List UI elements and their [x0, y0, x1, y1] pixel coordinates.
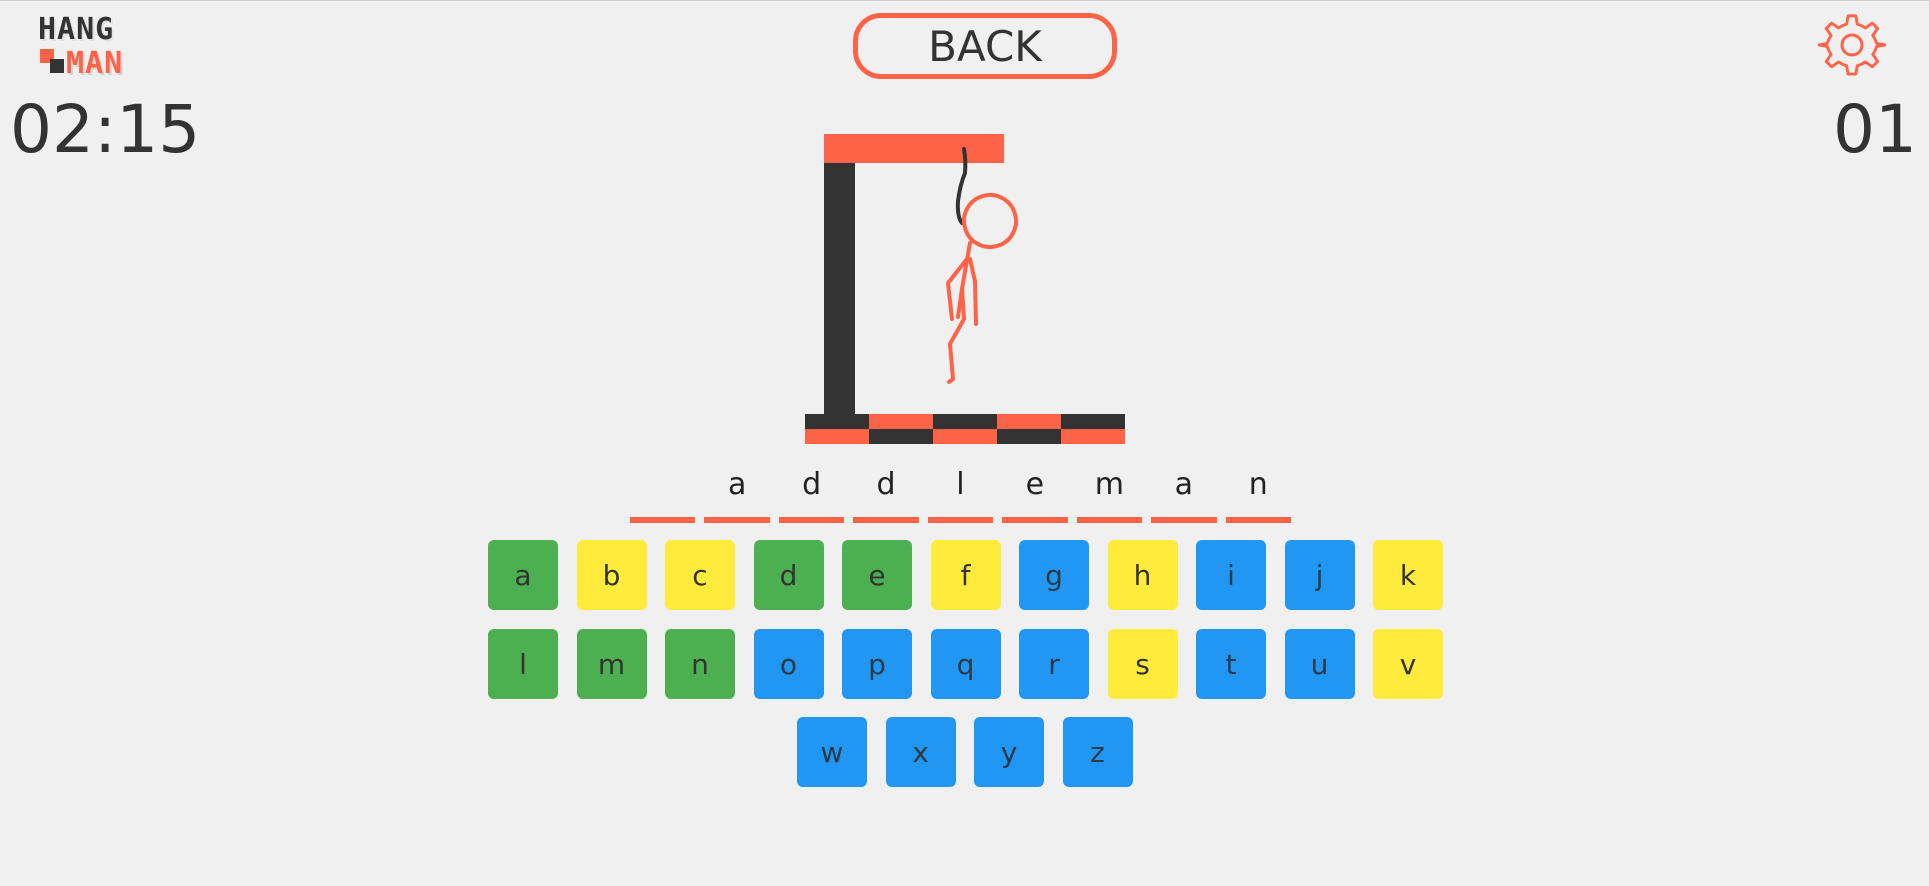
key-v[interactable]: v: [1373, 629, 1443, 699]
hangman-logo: HANG MAN: [36, 11, 156, 83]
letter-slot-char: a: [1174, 467, 1193, 502]
key-g[interactable]: g: [1019, 540, 1089, 610]
key-k[interactable]: k: [1373, 540, 1443, 610]
figure-right-leg: [956, 287, 964, 319]
letter-underline: [1002, 517, 1068, 523]
letter-slot: d: [778, 467, 845, 523]
figure-body: [960, 241, 972, 291]
letter-slot: m: [1076, 467, 1143, 523]
letter-underline: [853, 517, 919, 523]
key-u[interactable]: u: [1284, 629, 1355, 699]
key-p[interactable]: p: [842, 629, 912, 699]
key-z[interactable]: z: [1062, 717, 1133, 787]
gallows-drawing: [805, 134, 1125, 444]
letter-underline: [927, 517, 994, 523]
key-h[interactable]: h: [1107, 540, 1178, 610]
key-m[interactable]: m: [576, 629, 647, 699]
letter-slot: a: [1151, 467, 1217, 523]
letter-slot-char: m: [1094, 467, 1124, 502]
key-j[interactable]: j: [1284, 540, 1355, 610]
key-x[interactable]: x: [885, 717, 956, 787]
letter-slot-char: l: [956, 467, 965, 502]
key-n[interactable]: n: [665, 629, 735, 699]
key-b[interactable]: b: [576, 540, 647, 610]
letter-slot-char: a: [727, 467, 747, 502]
key-f[interactable]: f: [930, 540, 1001, 610]
key-e[interactable]: e: [842, 540, 912, 610]
letter-slot: [630, 467, 696, 523]
letter-underline: [1225, 517, 1291, 523]
letter-slot: a: [704, 467, 770, 523]
letter-slot: l: [927, 467, 994, 523]
gallows-rope: [955, 147, 968, 225]
gear-icon: [1817, 14, 1887, 76]
word-display: a d d l e m a n: [630, 467, 1300, 523]
gallows-post: [824, 163, 855, 416]
gallows-base: [805, 414, 1125, 444]
letter-slot-char: n: [1248, 467, 1268, 502]
letter-slot-char: d: [876, 467, 896, 502]
letter-slot: n: [1225, 467, 1291, 523]
countdown-timer: 02:15: [10, 91, 201, 168]
logo-line-man: MAN: [66, 46, 124, 81]
key-c[interactable]: c: [665, 540, 735, 610]
letter-slot-char: d: [802, 467, 822, 502]
key-r[interactable]: r: [1019, 629, 1089, 699]
key-o[interactable]: o: [753, 629, 824, 699]
letter-underline: [704, 517, 770, 523]
key-w[interactable]: w: [797, 717, 867, 787]
letter-underline: [778, 517, 845, 523]
letter-slot-char: e: [1025, 467, 1045, 502]
key-a[interactable]: a: [488, 540, 558, 610]
key-s[interactable]: s: [1107, 629, 1178, 699]
key-i[interactable]: i: [1196, 540, 1266, 610]
logo-square-dark: [50, 59, 64, 73]
logo-line-hang: HANG: [38, 12, 115, 47]
score-counter: 01: [1833, 91, 1917, 168]
key-q[interactable]: q: [930, 629, 1001, 699]
settings-button[interactable]: [1817, 11, 1887, 79]
letter-underline: [630, 517, 696, 523]
figure-head: [962, 193, 1018, 249]
key-t[interactable]: t: [1196, 629, 1266, 699]
key-l[interactable]: l: [488, 629, 558, 699]
figure-left-arm: [946, 257, 969, 321]
figure-right-arm: [968, 257, 978, 326]
letter-slot: d: [853, 467, 919, 523]
key-d[interactable]: d: [753, 540, 824, 610]
letter-underline: [1076, 517, 1143, 523]
gallows-top-beam: [824, 134, 1004, 163]
back-button[interactable]: BACK: [853, 13, 1117, 79]
letter-underline: [1151, 517, 1217, 523]
figure-left-leg: [947, 287, 966, 384]
key-y[interactable]: y: [974, 717, 1044, 787]
letter-slot: e: [1002, 467, 1068, 523]
